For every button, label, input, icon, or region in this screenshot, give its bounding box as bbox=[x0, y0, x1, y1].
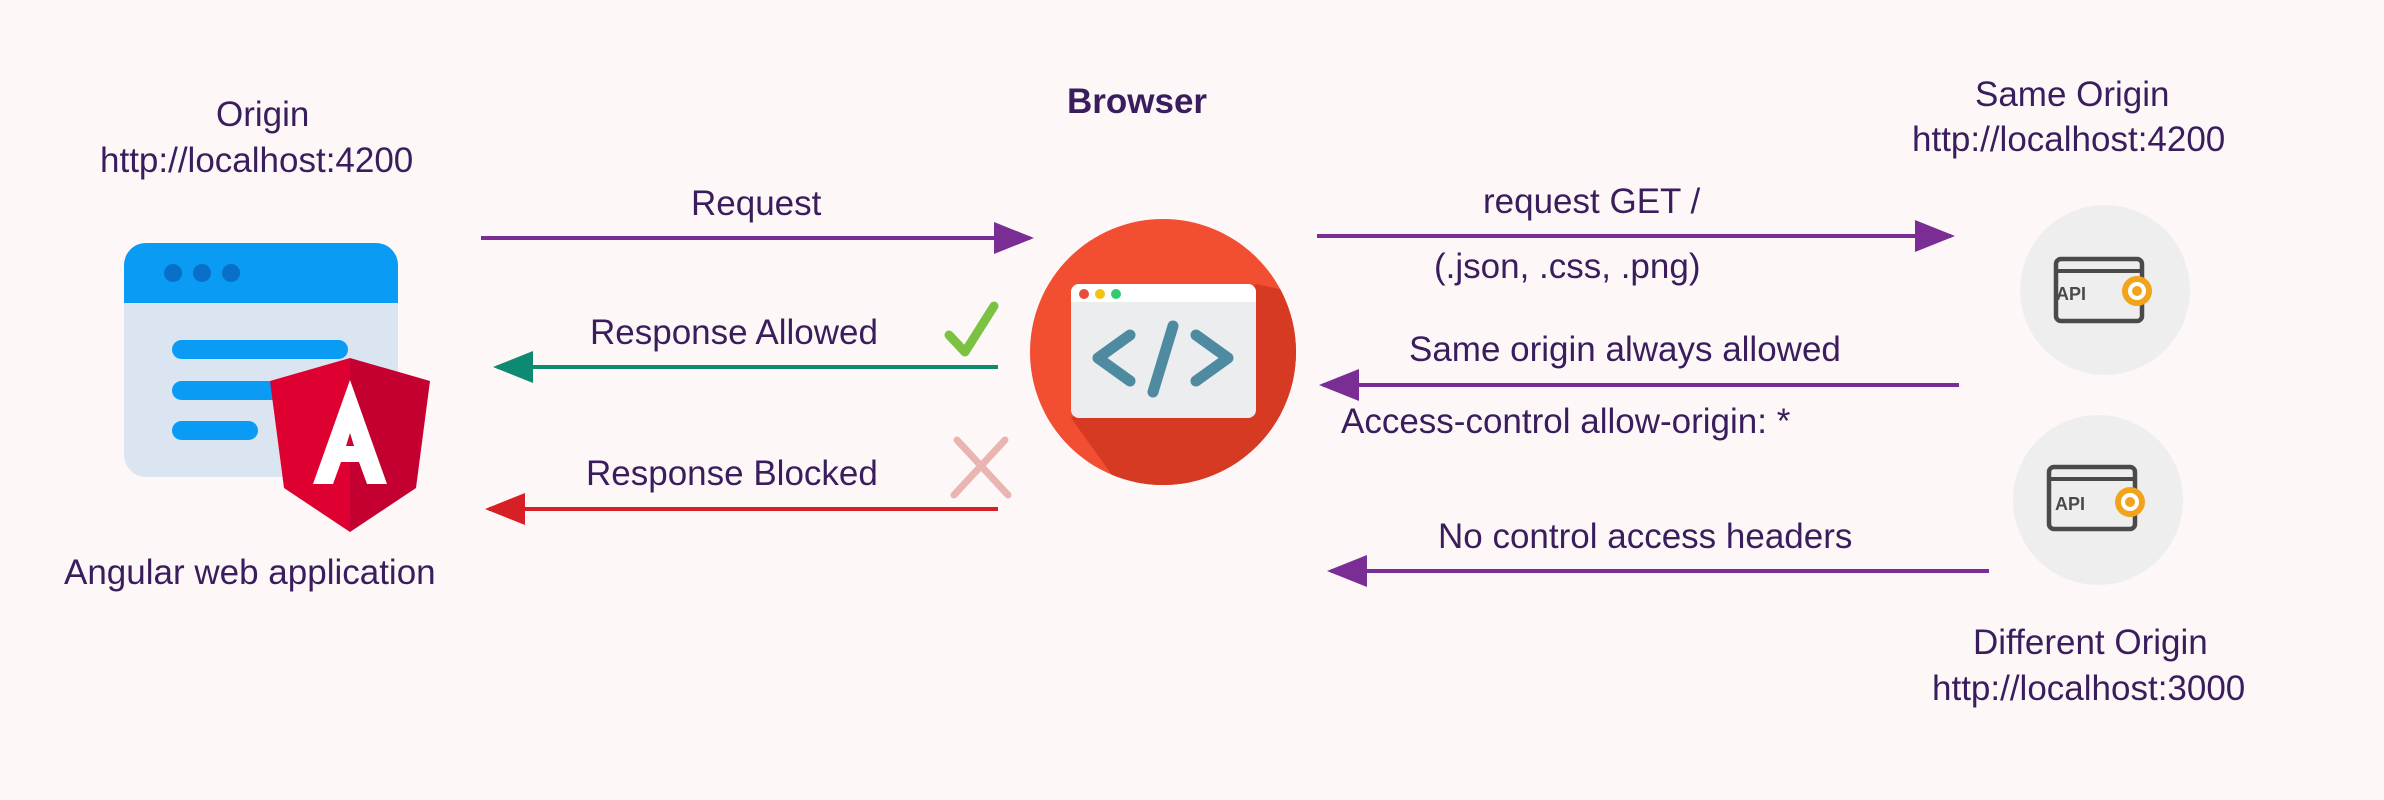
file-types-label: (.json, .css, .png) bbox=[1434, 247, 1701, 286]
allow-origin-header-label: Access-control allow-origin: * bbox=[1341, 402, 1791, 441]
request-get-label: request GET / bbox=[1483, 182, 1701, 221]
same-origin-api-icon bbox=[2020, 205, 2190, 375]
response-allowed-label: Response Allowed bbox=[590, 313, 878, 352]
same-origin-api-label: API bbox=[2056, 284, 2086, 304]
angular-app-icon bbox=[124, 243, 398, 477]
client-caption: Angular web application bbox=[64, 553, 436, 592]
request-label: Request bbox=[691, 184, 822, 223]
check-icon bbox=[944, 301, 999, 357]
no-headers-label: No control access headers bbox=[1438, 517, 1853, 556]
different-origin-url: http://localhost:3000 bbox=[1932, 669, 2246, 708]
response-blocked-label: Response Blocked bbox=[586, 454, 878, 493]
different-origin-api-icon bbox=[2013, 415, 2183, 585]
cross-icon bbox=[950, 436, 1012, 499]
browser-title: Browser bbox=[1067, 82, 1208, 121]
browser-code-icon bbox=[1030, 219, 1296, 485]
same-origin-title: Same Origin bbox=[1975, 75, 2170, 114]
angular-logo-icon bbox=[270, 358, 430, 532]
different-origin-title: Different Origin bbox=[1973, 623, 2208, 662]
client-origin-url: http://localhost:4200 bbox=[100, 141, 414, 180]
same-origin-allowed-label: Same origin always allowed bbox=[1409, 330, 1841, 369]
same-origin-url: http://localhost:4200 bbox=[1912, 120, 2226, 159]
client-origin-title: Origin bbox=[216, 95, 310, 134]
different-origin-api-label: API bbox=[2055, 494, 2085, 514]
